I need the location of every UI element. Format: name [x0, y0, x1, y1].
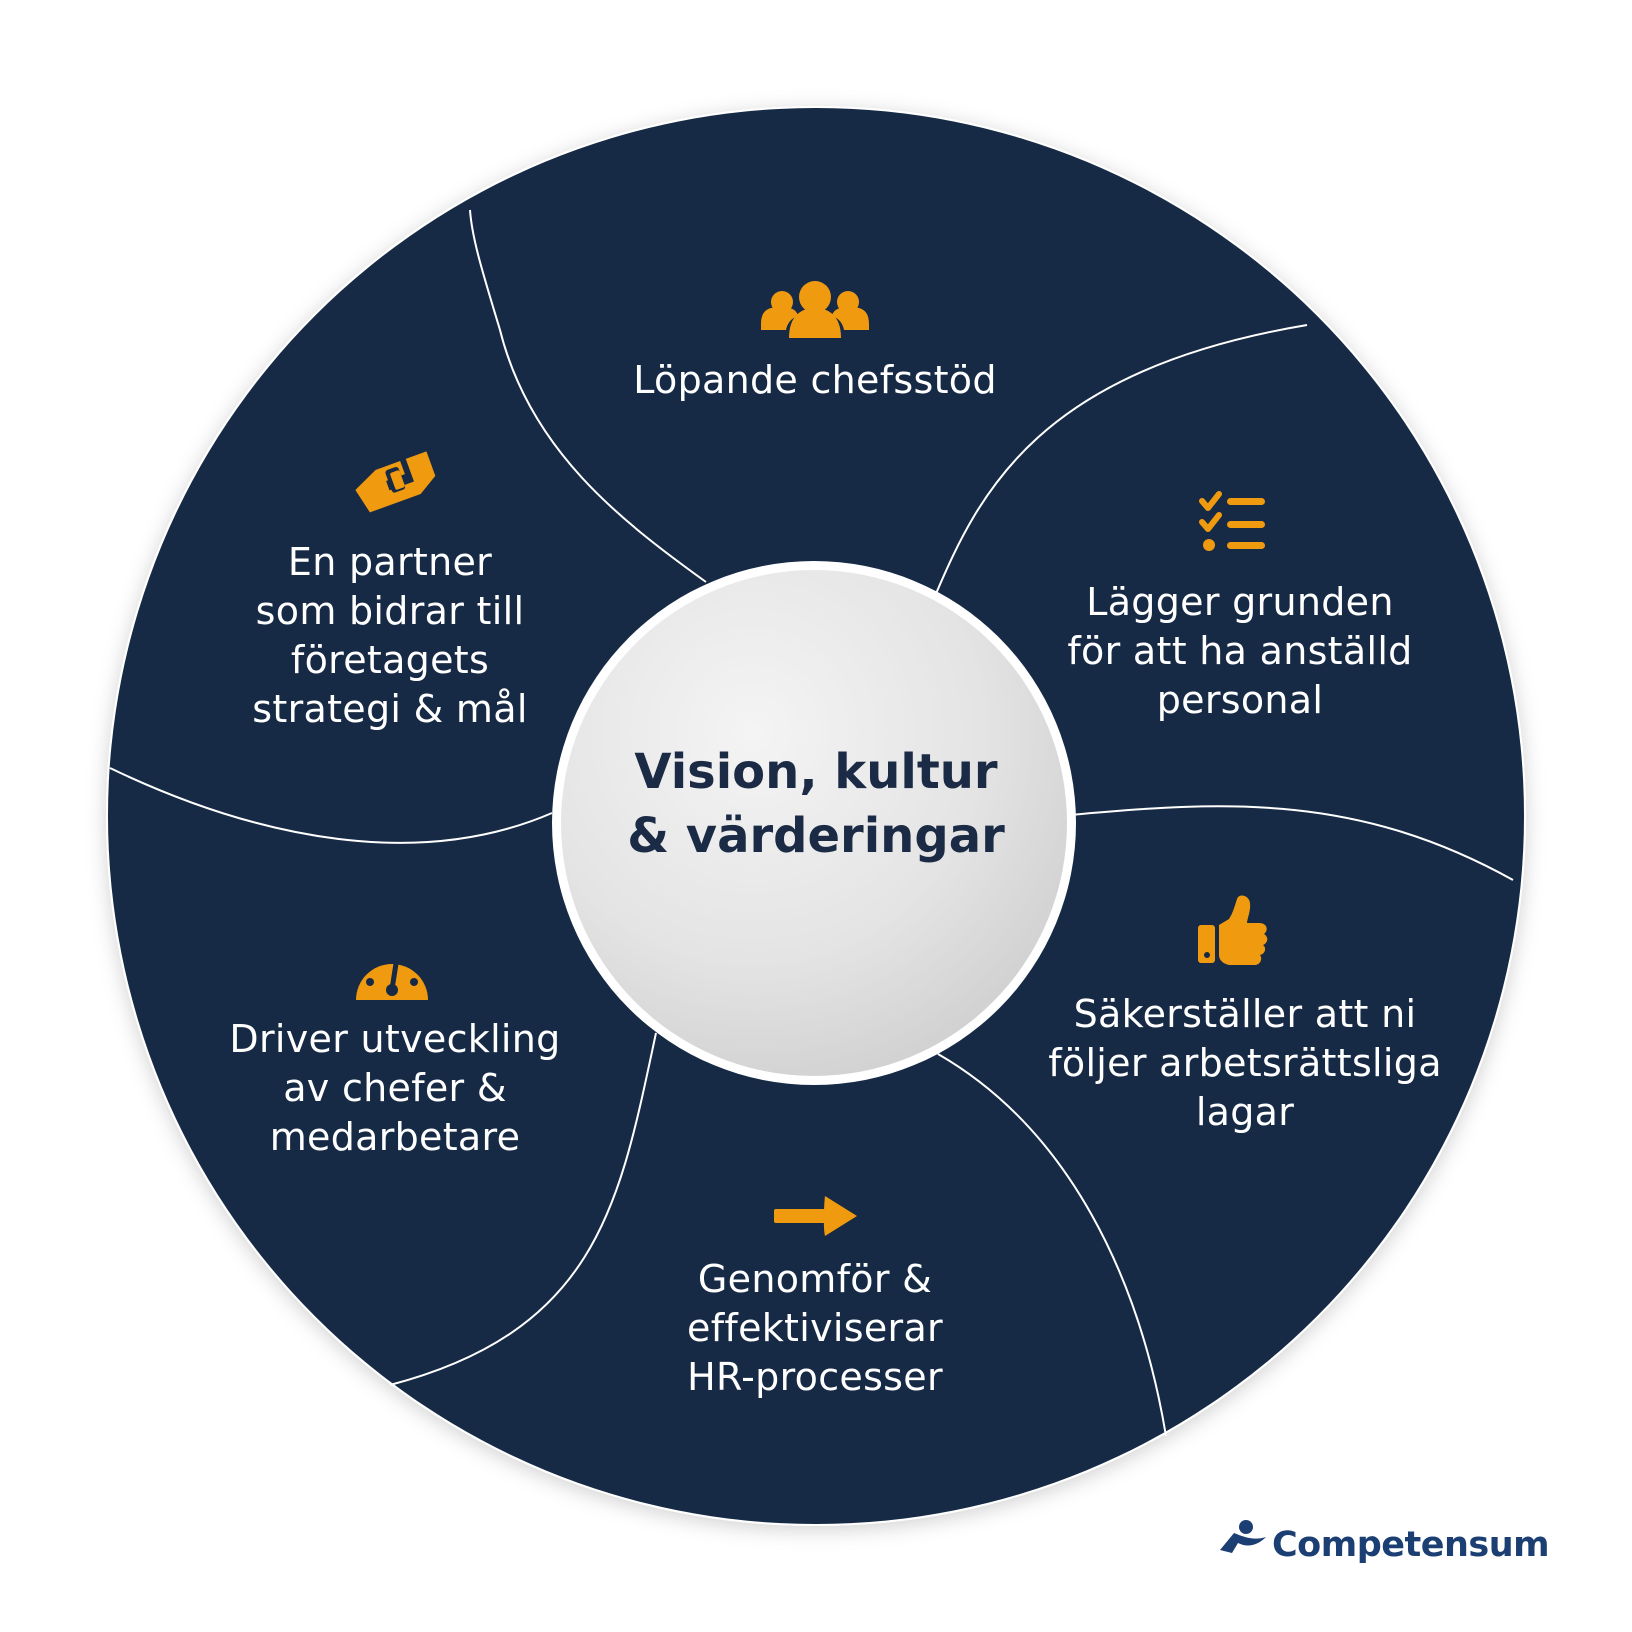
brand-logo: Competensum: [1262, 1525, 1550, 1565]
handshake-icon: [355, 451, 436, 513]
segment-label-bottom: Genomför & effektiviserar HR-processer: [687, 1257, 943, 1399]
divider-lower-left: [389, 1032, 657, 1386]
segment-dividers: [109, 209, 1514, 1437]
competensum-logo-mark: [1220, 1520, 1266, 1553]
divider-left: [109, 767, 553, 844]
people-group-icon: [761, 281, 869, 338]
segment-label-top: Löpande chefsstöd: [633, 358, 997, 402]
segment-label-upper-right: Lägger grunden för att ha anställd perso…: [1067, 580, 1413, 722]
segment-label-lower-right: Säkerställer att ni följer arbetsrättsli…: [1048, 992, 1442, 1134]
divider-upper-left: [469, 209, 707, 583]
center-title: Vision, kultur & värderingar: [627, 744, 1005, 864]
checklist-icon: [1199, 491, 1265, 551]
brand-name: Competensum: [1272, 1525, 1550, 1565]
hub: [561, 570, 1067, 1076]
divider-lower-right: [937, 1053, 1167, 1437]
divider-right: [1069, 805, 1514, 881]
segment-label-lower-left: Driver utveckling av chefer & medarbetar…: [229, 1017, 561, 1159]
speedometer-icon: [356, 950, 428, 1000]
segment-label-upper-left: En partner som bidrar till företagets st…: [252, 540, 528, 731]
divider-upper-right: [934, 324, 1308, 597]
arrow-right-icon: [774, 1196, 857, 1236]
thumbs-up-icon: [1198, 895, 1268, 965]
